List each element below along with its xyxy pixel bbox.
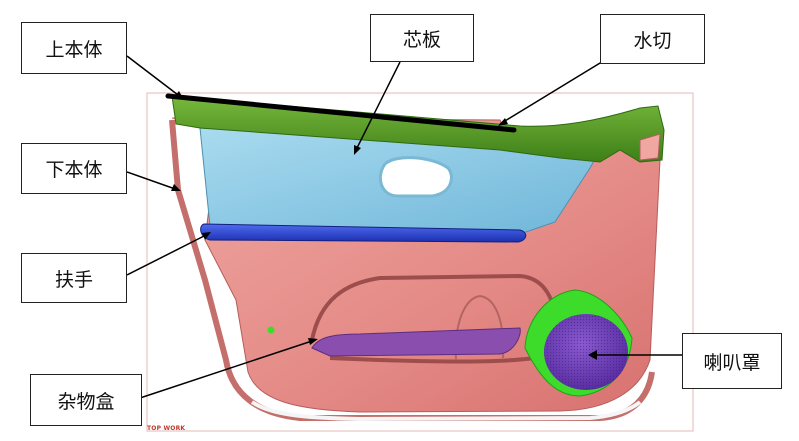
label-speaker-grille-text: 喇叭罩 bbox=[703, 351, 761, 374]
label-water-cut: 水切 bbox=[600, 14, 705, 64]
label-storage-box-text: 杂物盒 bbox=[57, 390, 115, 413]
arrowhead-armrest bbox=[202, 232, 211, 240]
lower-body-bottom-trim bbox=[250, 400, 642, 422]
leader-storage-box bbox=[139, 339, 316, 399]
arrowhead-water-cut bbox=[498, 118, 508, 126]
leader-armrest bbox=[126, 233, 209, 276]
storage-box-shape bbox=[311, 327, 521, 357]
label-lower-body: 下本体 bbox=[21, 143, 127, 194]
label-speaker-grille: 喇叭罩 bbox=[682, 333, 782, 389]
label-storage-box: 杂物盒 bbox=[30, 374, 142, 426]
leader-arrowheads bbox=[171, 91, 597, 360]
arrowhead-upper-body bbox=[174, 91, 184, 100]
arrowhead-speaker-grille bbox=[588, 350, 597, 360]
label-core-board-text: 芯板 bbox=[402, 28, 441, 51]
watermark: TOP WORK bbox=[147, 425, 186, 432]
leader-water-cut bbox=[499, 59, 606, 125]
leader-core-board bbox=[354, 61, 401, 153]
label-upper-body-text: 上本体 bbox=[45, 38, 103, 61]
arrowhead-core-board bbox=[354, 145, 361, 155]
leader-lower-body bbox=[126, 171, 179, 191]
lower-body-left-edge bbox=[169, 119, 655, 421]
label-upper-body: 上本体 bbox=[21, 22, 127, 74]
arrowhead-lower-body bbox=[171, 184, 181, 191]
locating-dot bbox=[267, 326, 275, 334]
armrest-shape bbox=[200, 223, 527, 243]
label-water-cut-text: 水切 bbox=[633, 29, 672, 52]
arrowhead-storage-box bbox=[308, 338, 318, 345]
label-core-board: 芯板 bbox=[370, 14, 474, 62]
door-handle-opening bbox=[378, 156, 453, 198]
leader-upper-body bbox=[126, 55, 183, 99]
label-armrest: 扶手 bbox=[21, 253, 127, 303]
label-armrest-text: 扶手 bbox=[54, 268, 93, 291]
label-lower-body-text: 下本体 bbox=[45, 159, 103, 181]
render-frame bbox=[146, 92, 694, 432]
upper-body-corner bbox=[639, 133, 661, 161]
water-cut-strip bbox=[165, 93, 517, 133]
upper-body-shape bbox=[171, 95, 665, 163]
leader-lines bbox=[126, 55, 682, 399]
speaker-grille-mesh bbox=[544, 314, 628, 390]
